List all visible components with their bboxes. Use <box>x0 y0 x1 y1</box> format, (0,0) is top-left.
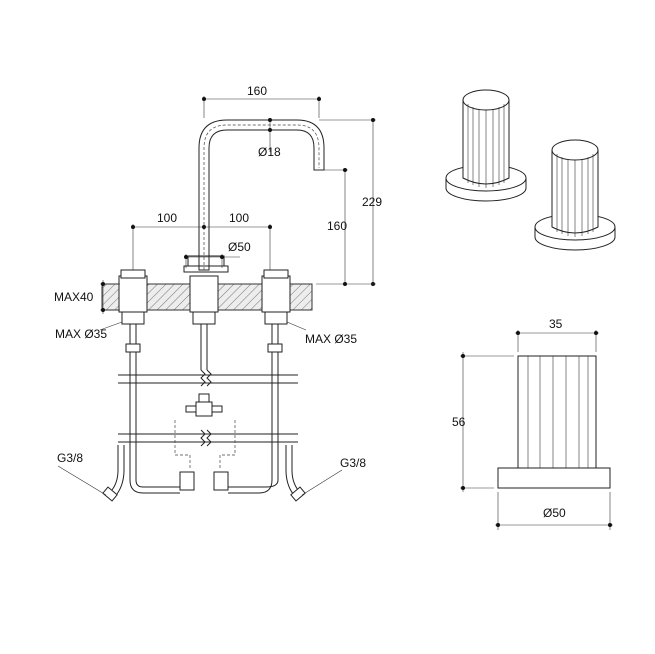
label-160-top: 160 <box>247 84 267 98</box>
label-dia50-handle: Ø50 <box>543 506 566 520</box>
dimension-max35-right: MAX Ø35 <box>286 321 357 346</box>
dimension-229: 229 <box>316 118 382 286</box>
dimension-g38-right: G3/8 <box>301 456 366 496</box>
handle-elevation <box>497 355 611 489</box>
dimension-dia50-tap: Ø50 <box>184 240 251 268</box>
label-max35-right: MAX Ø35 <box>305 332 357 346</box>
dimension-35: 35 <box>515 317 599 352</box>
dimension-dia18: Ø18 <box>258 118 281 159</box>
dimension-56: 56 <box>452 352 514 492</box>
label-56: 56 <box>452 415 466 429</box>
label-100-right: 100 <box>229 211 249 225</box>
label-dia18: Ø18 <box>258 145 281 159</box>
dimension-100-left: 100 <box>131 211 206 272</box>
label-max40: MAX40 <box>54 290 94 304</box>
spout <box>183 119 325 273</box>
label-100-left: 100 <box>157 211 177 225</box>
handle-3d-front <box>534 139 616 251</box>
label-g38-left: G3/8 <box>57 451 83 465</box>
label-dia50-tap: Ø50 <box>228 240 251 254</box>
label-229: 229 <box>362 195 382 209</box>
label-g38-right: G3/8 <box>340 456 366 470</box>
dimension-max40: MAX40 <box>54 280 120 314</box>
handle-3d-back <box>445 89 527 202</box>
dimension-max35-left: MAX Ø35 <box>55 321 123 341</box>
dimension-g38-left: G3/8 <box>57 451 107 496</box>
dimension-100-right: 100 <box>204 211 272 272</box>
label-160-side: 160 <box>327 219 347 233</box>
dimension-dia50-handle: Ø50 <box>495 492 613 530</box>
dimension-160-side: 160 <box>314 168 348 286</box>
under-deck-plumbing <box>102 324 306 502</box>
label-35: 35 <box>549 317 563 331</box>
dimension-160-top: 160 <box>202 84 321 118</box>
deck-section <box>101 269 313 325</box>
label-max35-left: MAX Ø35 <box>55 327 107 341</box>
